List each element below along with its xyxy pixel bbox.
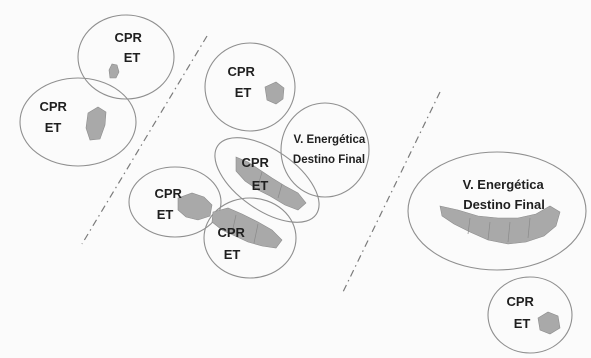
group-2: CPR ET xyxy=(19,77,137,167)
group-7-label: CPR ET xyxy=(217,225,248,262)
group-4-label-line-2: Destino Final xyxy=(293,154,365,166)
group-8-label: V. Energética Destino Final xyxy=(463,177,548,212)
group-7-region-borders xyxy=(231,214,259,244)
group-3: CPR ET xyxy=(204,42,296,132)
group-8: V. Energética Destino Final xyxy=(407,151,587,271)
group-9-label-line-2: ET xyxy=(514,316,531,331)
group-5: CPR ET xyxy=(214,137,320,223)
group-8-region-shape xyxy=(439,205,561,245)
group-1-region-shape xyxy=(108,63,120,79)
group-7: CPR ET xyxy=(203,197,297,279)
group-7-label-line-2: ET xyxy=(224,247,241,262)
group-9-ellipse xyxy=(487,276,573,354)
group-5-ellipse xyxy=(214,137,320,223)
group-5-region-shape xyxy=(235,156,307,211)
group-5-label-line-2: ET xyxy=(252,178,269,193)
group-4: V. Energética Destino Final xyxy=(280,102,370,198)
group-3-region-shape xyxy=(264,81,285,105)
group-3-label-line-1: CPR xyxy=(227,64,255,79)
group-7-region-shape xyxy=(211,207,283,249)
group-7-label-line-1: CPR xyxy=(217,225,245,240)
group-2-ellipse xyxy=(19,77,137,167)
group-3-label-line-2: ET xyxy=(235,85,252,100)
divider-line-left xyxy=(81,35,208,245)
group-6-label-line-1: CPR xyxy=(154,186,182,201)
group-8-label-line-2: Destino Final xyxy=(463,197,545,212)
group-5-region-borders xyxy=(257,171,283,199)
group-4-label: V. Energética Destino Final xyxy=(293,134,369,166)
group-3-ellipse xyxy=(204,42,296,132)
group-5-label-line-1: CPR xyxy=(241,155,269,170)
group-4-label-line-1: V. Energética xyxy=(293,134,365,146)
group-4-ellipse xyxy=(280,102,370,198)
group-2-region-shape xyxy=(85,106,107,141)
group-1: CPR ET xyxy=(77,14,175,100)
group-7-ellipse xyxy=(203,197,297,279)
group-2-label-line-1: CPR xyxy=(39,99,67,114)
group-6-label: CPR ET xyxy=(154,186,185,222)
group-1-label-line-1: CPR xyxy=(114,30,142,45)
group-3-label: CPR ET xyxy=(227,64,258,100)
group-9-label: CPR ET xyxy=(506,294,537,331)
group-9: CPR ET xyxy=(487,276,573,354)
group-5-label: CPR ET xyxy=(241,155,272,193)
group-8-ellipse xyxy=(407,151,587,271)
group-8-label-line-1: V. Energética xyxy=(463,177,545,192)
group-1-label: CPR ET xyxy=(114,30,145,65)
group-9-label-line-1: CPR xyxy=(506,294,534,309)
group-9-region-shape xyxy=(537,311,561,335)
group-2-label-line-2: ET xyxy=(45,120,62,135)
group-6-region-shape xyxy=(177,192,213,221)
group-6-ellipse xyxy=(128,166,222,238)
group-2-label: CPR ET xyxy=(39,99,70,135)
group-1-label-line-2: ET xyxy=(124,50,141,65)
group-6-label-line-2: ET xyxy=(157,207,174,222)
divider-line-right xyxy=(342,91,441,293)
group-1-ellipse xyxy=(77,14,175,100)
group-8-region-borders xyxy=(467,217,531,243)
group-6: CPR ET xyxy=(128,166,222,238)
